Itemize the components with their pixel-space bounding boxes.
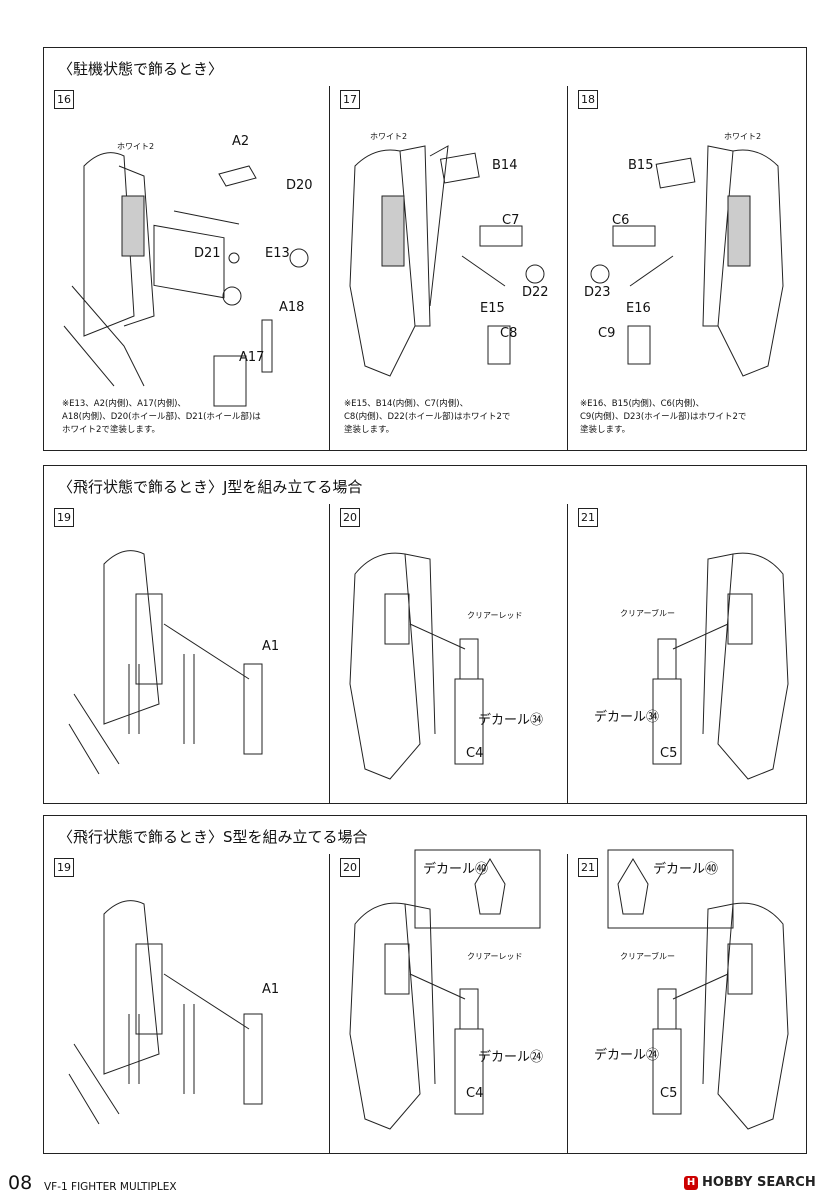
step-number: 19: [54, 508, 74, 527]
step-number: 18: [578, 90, 598, 109]
step-18-illustration: [590, 145, 784, 377]
hobby-search-logo-icon: H: [684, 1175, 698, 1190]
step-17-illustration: [349, 145, 545, 377]
color-label: クリアーブルー: [620, 952, 676, 961]
color-label: クリアーレッド: [467, 952, 523, 961]
step-19-panel: 19 A1: [44, 854, 329, 1153]
watermark: H HOBBY SEARCH: [684, 1175, 816, 1190]
step-number: 21: [578, 858, 598, 877]
watermark-text: HOBBY SEARCH: [702, 1175, 816, 1190]
step-16-illustration: [63, 152, 309, 407]
step-19-illustration: [68, 900, 263, 1125]
decal-label: デカール㉞: [594, 710, 660, 725]
decal-top-label: デカール㊵: [653, 862, 719, 877]
part-label-C6: C6: [612, 213, 630, 228]
section-title: 〈飛行状態で飾るとき〉S型を組み立てる場合: [58, 828, 368, 846]
manual-title: VF-1 FIGHTER MULTIPLEX: [44, 1181, 177, 1193]
part-label-C7: C7: [502, 213, 520, 228]
paint-label: ホワイト2: [117, 142, 155, 151]
section-parked: 〈駐機状態で飾るとき〉 16 ホワイト2 A2 D20 E13 D21: [43, 47, 807, 451]
step-19-illustration: [68, 550, 263, 775]
decal-label: デカール㉞: [478, 713, 544, 728]
section-title: 〈飛行状態で飾るとき〉J型を組み立てる場合: [58, 478, 363, 496]
part-label-A1: A1: [262, 639, 280, 654]
part-label-A17: A17: [239, 350, 265, 365]
part-label-E16: E16: [626, 301, 651, 316]
decal-label: デカール㉔: [594, 1048, 660, 1063]
part-label-A1: A1: [262, 982, 280, 997]
step-21-illustration: [607, 849, 789, 1130]
step-20-panel: 20 クリアーレッド デカール㉞ C4: [329, 504, 568, 803]
step-18-panel: 18 ホワイト2 B15 C6 D23 E16 C9 ※E16、B15(内側)、…: [567, 86, 807, 450]
paint-label: ホワイト2: [370, 132, 408, 141]
part-label-C4: C4: [466, 746, 484, 761]
section-title: 〈駐機状態で飾るとき〉: [58, 60, 224, 78]
color-label: クリアーレッド: [467, 611, 523, 620]
step-20-illustration: [349, 849, 541, 1130]
step-19-panel: 19 A1: [44, 504, 329, 803]
part-label-C5: C5: [660, 746, 678, 761]
page-number: 08: [8, 1172, 33, 1194]
part-label-D21: D21: [194, 246, 221, 261]
part-label-A18: A18: [279, 300, 305, 315]
section-flight-s: 〈飛行状態で飾るとき〉S型を組み立てる場合 19 A1 20: [43, 815, 807, 1154]
step-number: 16: [54, 90, 74, 109]
step-20-panel: 20 デカール㊵ クリアーレッド デカール㉔ C4: [329, 849, 568, 1153]
step-17-panel: 17 ホワイト2 B14 C7 D22 E15 C8 ※E15、B14(内側)、…: [329, 86, 568, 450]
part-label-C8: C8: [500, 326, 518, 341]
paint-note: ※E16、B15(内側)、C6(内側)、 C9(内側)、D23(ホイール部)はホ…: [580, 399, 747, 435]
part-label-C5: C5: [660, 1086, 678, 1101]
part-label-E13: E13: [265, 246, 290, 261]
step-20-illustration: [349, 552, 484, 780]
paint-note: ※E13、A2(内側)、A17(内側)、 A18(内側)、D20(ホイール部)、…: [62, 399, 261, 435]
step-21-panel: 21 クリアーブルー デカール㉞ C5: [567, 504, 807, 803]
step-number: 20: [340, 508, 360, 527]
step-number: 21: [578, 508, 598, 527]
part-label-B14: B14: [492, 158, 518, 173]
part-label-E15: E15: [480, 301, 505, 316]
part-label-C4: C4: [466, 1086, 484, 1101]
step-number: 19: [54, 858, 74, 877]
part-label-B15: B15: [628, 158, 654, 173]
part-label-A2: A2: [232, 134, 250, 149]
part-label-D23: D23: [584, 285, 611, 300]
step-21-panel: 21 デカール㊵ クリアーブルー デカール㉔ C5: [567, 849, 807, 1153]
section-flight-j: 〈飛行状態で飾るとき〉J型を組み立てる場合 19 A1 20: [43, 465, 807, 804]
part-label-C9: C9: [598, 326, 616, 341]
step-number: 20: [340, 858, 360, 877]
step-16-panel: 16 ホワイト2 A2 D20 E13 D21 A18 A17 ※E13: [44, 86, 329, 450]
paint-note: ※E15、B14(内側)、C7(内側)、 C8(内側)、D22(ホイール部)はホ…: [344, 399, 511, 435]
decal-label: デカール㉔: [478, 1050, 544, 1065]
paint-label: ホワイト2: [724, 132, 762, 141]
part-label-D20: D20: [286, 178, 313, 193]
decal-top-label: デカール㊵: [423, 862, 489, 877]
color-label: クリアーブルー: [620, 609, 676, 618]
part-label-D22: D22: [522, 285, 549, 300]
step-number: 17: [340, 90, 360, 109]
step-21-illustration: [652, 552, 789, 780]
